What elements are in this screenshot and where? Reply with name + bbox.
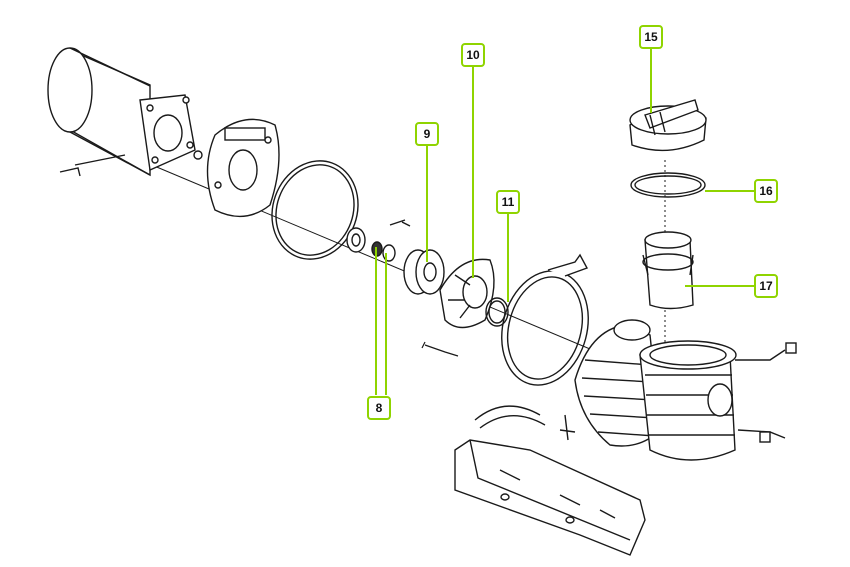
bolts <box>421 341 459 357</box>
svg-text:16: 16 <box>759 184 773 198</box>
leader-lines <box>375 46 757 395</box>
callout-8: 8 <box>367 396 391 420</box>
svg-text:17: 17 <box>759 279 773 293</box>
seal-plate <box>206 118 280 218</box>
lid-gasket <box>630 172 706 198</box>
callout-15: 15 <box>639 25 663 49</box>
clamp-ring <box>501 253 589 386</box>
svg-text:10: 10 <box>466 48 480 62</box>
callout-16: 16 <box>754 179 778 203</box>
svg-text:8: 8 <box>376 401 383 415</box>
impeller <box>403 249 445 295</box>
callout-10: 10 <box>461 43 485 67</box>
diffuser-o-ring <box>271 160 359 260</box>
small-o-ring <box>485 297 509 327</box>
svg-text:9: 9 <box>424 127 431 141</box>
svg-text:15: 15 <box>644 30 658 44</box>
callout-17: 17 <box>754 274 778 298</box>
callout-9: 9 <box>415 122 439 146</box>
motor <box>47 47 203 177</box>
pump-base <box>454 405 646 556</box>
strainer-basket <box>642 231 694 310</box>
strainer-lid <box>629 99 707 152</box>
shaft-seal <box>346 219 411 262</box>
pump-housing <box>559 319 797 461</box>
svg-text:11: 11 <box>502 195 515 209</box>
callout-11: 11 <box>496 190 520 214</box>
diffuser <box>439 258 495 329</box>
